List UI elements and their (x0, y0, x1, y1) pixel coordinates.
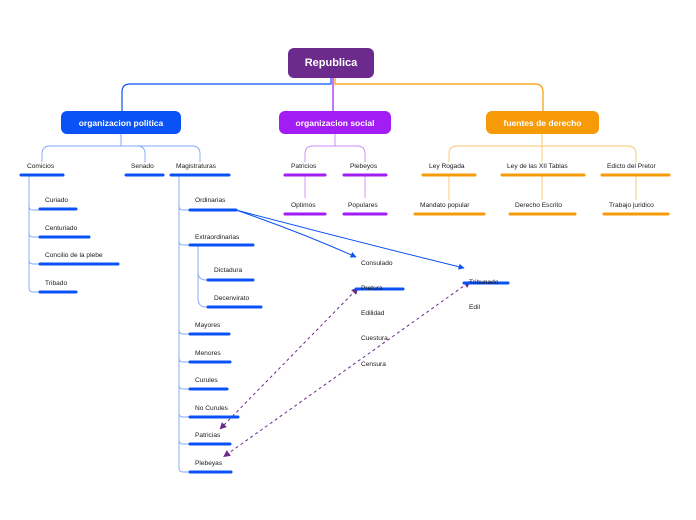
topic-ordinary-offices[interactable]: Consulado Pretura Edilidad Cuestura Cens… (361, 243, 393, 378)
mag-extraordinarias-branch (178, 240, 190, 246)
derecho-to-edicto-connector (541, 134, 637, 162)
category-fuentes-de-derecho[interactable]: fuentes de derecho (486, 111, 599, 134)
derecho-to-ley-rogada-connector (448, 134, 543, 162)
comicios-curiado-branch (28, 205, 40, 211)
office-consulado: Consulado (361, 259, 393, 267)
office-pretura: Pretura (361, 285, 383, 293)
mag-curules-branch (178, 384, 190, 390)
tribunado-to-plebeyas-dashed-arrow (223, 280, 471, 458)
topic-ley-xii-tablas[interactable]: Ley de las XII Tablas (507, 163, 568, 170)
topic-senado[interactable]: Senado (131, 163, 154, 170)
topic-comicios[interactable]: Comicios (27, 163, 55, 170)
ordinarias-to-offices-arrow (235, 209, 357, 258)
root-node-republica[interactable]: Republica (288, 48, 374, 78)
topic-ordinarias[interactable]: Ordinarias (195, 197, 226, 204)
politica-to-senado-connector (120, 134, 146, 162)
office-edil: Edil (469, 304, 480, 312)
category-organizacion-politica[interactable]: organizacion politica (61, 111, 181, 134)
topic-populares[interactable]: Populares (348, 202, 378, 209)
topic-ley-rogada[interactable]: Ley Rogada (429, 163, 465, 170)
category-organizacion-social[interactable]: organizacion social (279, 111, 391, 134)
topic-curules[interactable]: Curules (195, 377, 218, 384)
topic-edicto-del-pretor[interactable]: Edicto del Pretor (607, 163, 656, 170)
topic-no-curules[interactable]: No Curules (195, 405, 228, 412)
topic-patricios[interactable]: Patricios (291, 163, 317, 170)
topic-tribado[interactable]: Tribado (45, 280, 68, 287)
politica-to-magistraturas-connector (120, 134, 201, 162)
topic-centuriado[interactable]: Centuriado (45, 225, 78, 232)
topic-trabajo-juridico[interactable]: Trabajo juridico (609, 202, 654, 209)
extraordinarias-dictadura-branch (197, 246, 208, 281)
topic-curiado[interactable]: Curiado (45, 197, 69, 204)
mag-no-curules-branch (178, 412, 190, 418)
topic-patricias[interactable]: Patricias (195, 432, 221, 439)
comicios-centuriado-branch (28, 232, 40, 238)
comicios-children-spine (28, 176, 40, 293)
mag-patricias-branch (178, 439, 190, 445)
topic-decenvirato[interactable]: Decenvirato (214, 295, 250, 302)
social-to-patricios-connector (304, 134, 336, 162)
ordinarias-to-tribunado-arrow (235, 209, 465, 270)
extraordinarias-decenvirato-branch (197, 272, 208, 308)
topic-menores[interactable]: Menores (195, 350, 221, 357)
topic-tribunado-edil[interactable]: Tribunado Edil (469, 262, 498, 321)
magistraturas-children-spine (178, 176, 190, 473)
topic-derecho-escrito[interactable]: Derecho Escrito (515, 202, 562, 209)
office-cuestura: Cuestura (361, 335, 388, 343)
mag-menores-branch (178, 357, 190, 363)
root-to-derecho-connector (334, 78, 544, 111)
mag-mayores-branch (178, 329, 190, 335)
comicios-concilio-branch (28, 259, 40, 265)
topic-plebeyas[interactable]: Plebeyas (195, 460, 223, 467)
topic-concilio-de-la-plebe[interactable]: Concilio de la plebe (45, 252, 103, 259)
topic-extraordinarias[interactable]: Extraordinarias (195, 234, 240, 241)
root-to-politica-connector (121, 78, 332, 111)
topic-mandato-popular[interactable]: Mandato popular (420, 202, 470, 209)
office-tribunado: Tribunado (469, 278, 499, 286)
topic-dictadura[interactable]: Dictadura (214, 267, 243, 274)
topic-underlines (19, 173, 671, 474)
social-to-plebeyos-connector (334, 134, 366, 162)
offices-to-no-curules-dashed-arrow (219, 287, 359, 430)
office-censura: Censura (361, 360, 386, 368)
topic-plebeyos[interactable]: Plebeyos (350, 163, 378, 170)
office-edilidad: Edilidad (361, 310, 385, 318)
mag-ordinarias-branch (178, 205, 190, 211)
politica-to-comicios-connector (41, 134, 122, 162)
topic-magistraturas[interactable]: Magistraturas (176, 163, 216, 170)
topic-mayores[interactable]: Mayores (195, 322, 221, 329)
topic-optimos[interactable]: Optimos (291, 202, 316, 209)
